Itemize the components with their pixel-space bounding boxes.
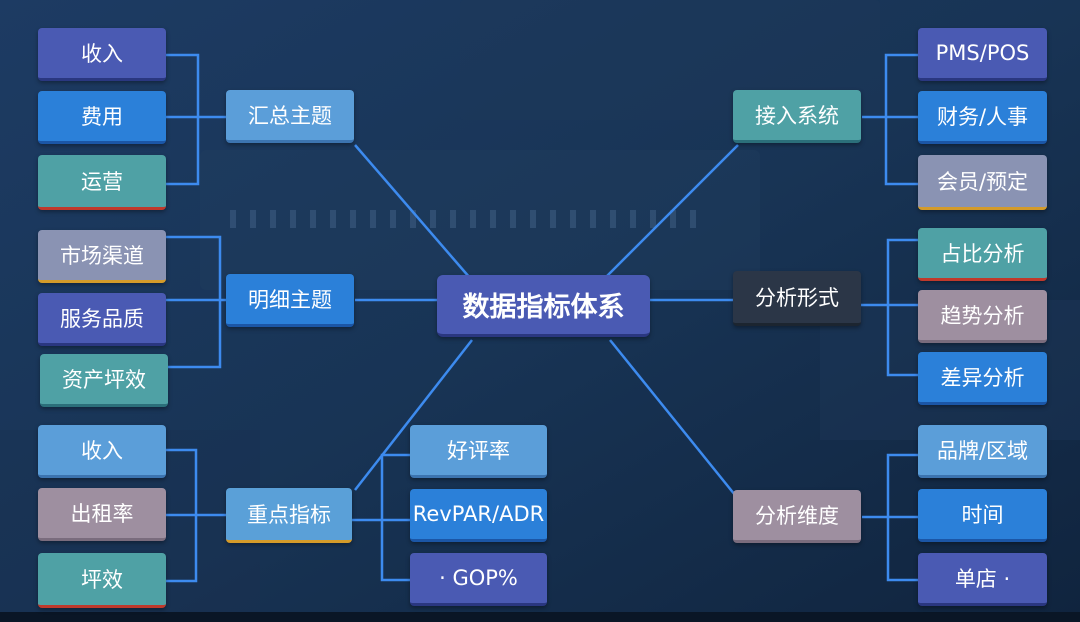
leaf-mingxi-quality: 服务品质 bbox=[38, 293, 166, 346]
branch-huizong: 汇总主题 bbox=[226, 90, 354, 143]
branch-zhongdian: 重点指标 bbox=[226, 488, 352, 543]
leaf-zhongdian-occupancy: 出租率 bbox=[38, 488, 166, 541]
leaf-huizong-operation: 运营 bbox=[38, 155, 166, 210]
leaf-zhongdian-income: 收入 bbox=[38, 425, 166, 478]
leaf-weidu-brand: 品牌/区域 bbox=[918, 425, 1047, 478]
branch-jieru: 接入系统 bbox=[733, 90, 861, 143]
leaf-huizong-cost: 费用 bbox=[38, 91, 166, 144]
leaf-jieru-pms: PMS/POS bbox=[918, 28, 1047, 81]
branch-xingshi: 分析形式 bbox=[733, 271, 861, 326]
leaf-weidu-time: 时间 bbox=[918, 489, 1047, 542]
leaf-zhongdian-gop: · GOP% bbox=[410, 553, 547, 606]
leaf-weidu-store: 单店 · bbox=[918, 553, 1047, 606]
branch-mingxi: 明细主题 bbox=[226, 274, 354, 327]
leaf-zhongdian-rating: 好评率 bbox=[410, 425, 547, 478]
branch-weidu: 分析维度 bbox=[733, 490, 861, 543]
leaf-xingshi-share: 占比分析 bbox=[918, 228, 1047, 281]
leaf-zhongdian-revpar: RevPAR/ADR bbox=[410, 489, 547, 542]
leaf-zhongdian-area-efficiency: 坪效 bbox=[38, 553, 166, 608]
leaf-mingxi-efficiency: 资产坪效 bbox=[40, 354, 168, 407]
leaf-jieru-member: 会员/预定 bbox=[918, 155, 1047, 210]
leaf-jieru-finance: 财务/人事 bbox=[918, 91, 1047, 144]
center-node: 数据指标体系 bbox=[437, 275, 650, 337]
leaf-xingshi-trend: 趋势分析 bbox=[918, 290, 1047, 343]
leaf-mingxi-channel: 市场渠道 bbox=[38, 230, 166, 283]
leaf-xingshi-variance: 差异分析 bbox=[918, 352, 1047, 405]
leaf-huizong-income: 收入 bbox=[38, 28, 166, 81]
